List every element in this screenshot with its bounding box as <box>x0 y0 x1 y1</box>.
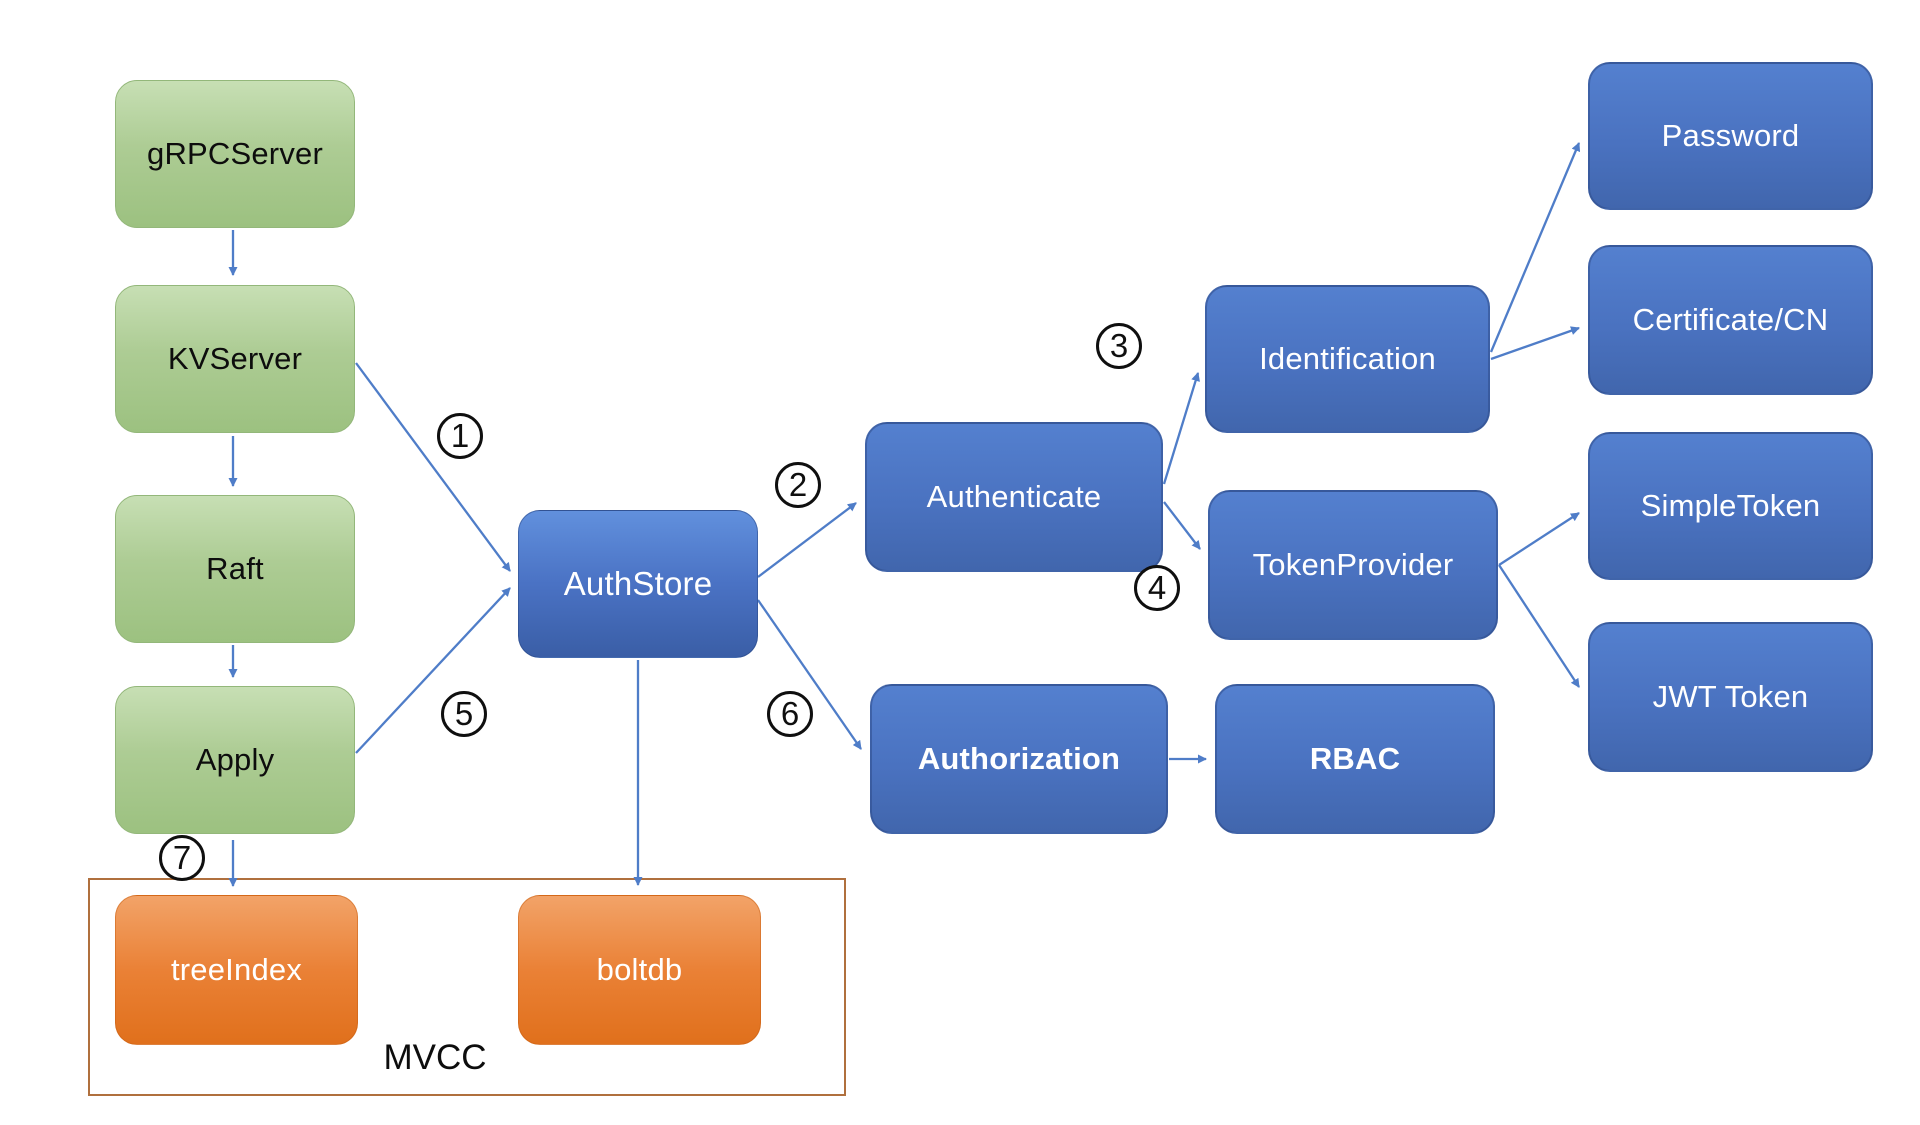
node-raft: Raft <box>115 495 355 643</box>
node-boltdb: boltdb <box>518 895 761 1045</box>
mvcc-group-label: MVCC <box>383 1038 487 1077</box>
arrow-authenticate-to-tokenprovider <box>1163 501 1201 550</box>
step-circle-1: 1 <box>437 413 483 459</box>
node-authorization: Authorization <box>870 684 1168 834</box>
step-circle-7: 7 <box>159 835 205 881</box>
node-authstore: AuthStore <box>518 510 758 658</box>
node-identification: Identification <box>1205 285 1490 433</box>
arrow-apply-to-authstore <box>355 587 511 754</box>
step-circle-3: 3 <box>1096 323 1142 369</box>
node-password: Password <box>1588 62 1873 210</box>
mvcc-group-border <box>88 878 846 1096</box>
node-simpletoken: SimpleToken <box>1588 432 1873 580</box>
step-circle-5: 5 <box>441 691 487 737</box>
arrow-authenticate-to-identification <box>1162 372 1200 485</box>
arrow-tokenprovider-to-jwttoken <box>1498 564 1580 688</box>
step-circle-6: 6 <box>767 691 813 737</box>
arrow-identification-to-password <box>1489 142 1581 353</box>
arrow-authstore-to-authenticate <box>757 502 857 578</box>
node-grpcserver: gRPCServer <box>115 80 355 228</box>
arrow-kvserver-to-authstore <box>355 362 511 572</box>
node-rbac: RBAC <box>1215 684 1495 834</box>
node-tokenprovider: TokenProvider <box>1208 490 1498 640</box>
step-circle-2: 2 <box>775 462 821 508</box>
arrow-identification-to-certificate <box>1490 326 1580 361</box>
node-jwt-token: JWT Token <box>1588 622 1873 772</box>
node-apply: Apply <box>115 686 355 834</box>
node-kvserver: KVServer <box>115 285 355 433</box>
node-treeindex: treeIndex <box>115 895 358 1045</box>
arrow-authstore-to-authorization <box>757 599 862 750</box>
arrow-tokenprovider-to-simpletoken <box>1498 512 1580 566</box>
step-circle-4: 4 <box>1134 565 1180 611</box>
node-authenticate: Authenticate <box>865 422 1163 572</box>
node-certificate-cn: Certificate/CN <box>1588 245 1873 395</box>
